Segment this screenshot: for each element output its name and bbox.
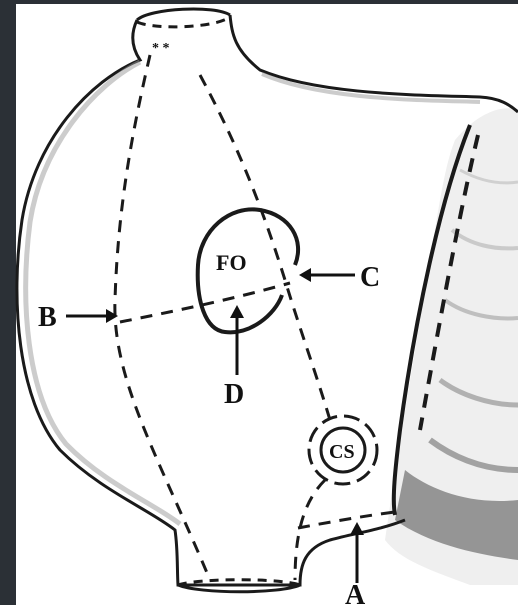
arrow-b [66, 309, 118, 323]
label-a: A [345, 580, 366, 605]
right-dashed-line [200, 75, 330, 420]
label-cs: CS [329, 441, 355, 463]
label-d: D [224, 379, 244, 410]
bottom-dashed-line [298, 512, 395, 528]
label-b: B [38, 302, 57, 333]
arrow-a [350, 522, 364, 583]
label-stars: * * [152, 41, 170, 56]
label-fo: FO [216, 250, 247, 275]
label-c: C [360, 262, 380, 293]
arrow-d [230, 305, 244, 375]
svc-opening [137, 9, 230, 20]
lower-dashed-line [295, 480, 325, 580]
arrow-c [299, 268, 355, 282]
